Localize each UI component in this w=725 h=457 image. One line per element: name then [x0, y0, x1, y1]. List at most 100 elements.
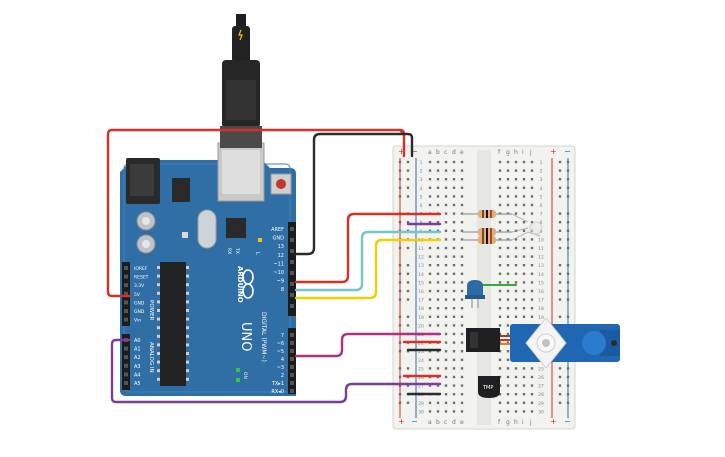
- breadboard-hole[interactable]: [506, 289, 510, 293]
- rail-hole[interactable]: [398, 246, 402, 250]
- breadboard-hole[interactable]: [428, 298, 432, 301]
- header-pin[interactable]: [290, 238, 294, 242]
- breadboard-hole[interactable]: [522, 178, 526, 181]
- breadboard-hole[interactable]: [498, 203, 502, 207]
- breadboard-hole[interactable]: [460, 332, 464, 336]
- breadboard-hole[interactable]: [522, 195, 526, 198]
- rail-hole[interactable]: [566, 212, 570, 215]
- rail-hole[interactable]: [558, 272, 562, 275]
- rail-hole[interactable]: [406, 324, 410, 327]
- rail-hole[interactable]: [566, 195, 570, 198]
- header-pin[interactable]: [290, 227, 294, 231]
- breadboard-hole[interactable]: [460, 289, 464, 293]
- breadboard-hole[interactable]: [436, 169, 440, 172]
- rail-hole[interactable]: [566, 384, 570, 387]
- breadboard-hole[interactable]: [530, 203, 534, 207]
- breadboard-hole[interactable]: [460, 229, 464, 232]
- breadboard-hole[interactable]: [460, 221, 464, 224]
- breadboard-hole[interactable]: [498, 358, 502, 361]
- breadboard-hole[interactable]: [514, 410, 518, 413]
- breadboard-hole[interactable]: [530, 246, 534, 250]
- header-pin[interactable]: [290, 293, 294, 297]
- transistor[interactable]: [466, 328, 500, 352]
- breadboard-hole[interactable]: [498, 315, 502, 318]
- breadboard-hole[interactable]: [530, 367, 534, 370]
- breadboard-hole[interactable]: [506, 350, 510, 353]
- breadboard-hole[interactable]: [522, 281, 526, 284]
- breadboard-hole[interactable]: [522, 229, 526, 232]
- breadboard-hole[interactable]: [514, 246, 518, 250]
- breadboard-hole[interactable]: [530, 212, 534, 215]
- rail-hole[interactable]: [558, 238, 562, 241]
- breadboard-hole[interactable]: [452, 246, 456, 250]
- rail-hole[interactable]: [558, 315, 562, 318]
- breadboard-hole[interactable]: [530, 255, 534, 258]
- header-pin[interactable]: [124, 363, 128, 368]
- tmp-sensor[interactable]: TMP: [478, 376, 500, 398]
- breadboard-hole[interactable]: [498, 246, 502, 250]
- breadboard-hole[interactable]: [452, 289, 456, 293]
- rail-hole[interactable]: [558, 281, 562, 284]
- breadboard-hole[interactable]: [506, 160, 510, 164]
- breadboard-hole[interactable]: [522, 160, 526, 164]
- breadboard-hole[interactable]: [428, 358, 432, 361]
- breadboard-hole[interactable]: [522, 221, 526, 224]
- servo-motor[interactable]: [510, 317, 620, 369]
- breadboard-hole[interactable]: [444, 281, 448, 284]
- header-pin[interactable]: [290, 349, 294, 353]
- breadboard-hole[interactable]: [436, 307, 440, 310]
- breadboard-hole[interactable]: [452, 169, 456, 172]
- breadboard-hole[interactable]: [452, 332, 456, 336]
- breadboard-hole[interactable]: [522, 401, 526, 404]
- breadboard-hole[interactable]: [514, 375, 518, 379]
- breadboard-hole[interactable]: [514, 281, 518, 284]
- breadboard-hole[interactable]: [522, 203, 526, 207]
- breadboard-hole[interactable]: [530, 307, 534, 310]
- breadboard-hole[interactable]: [444, 160, 448, 164]
- rail-hole[interactable]: [406, 367, 410, 370]
- breadboard-hole[interactable]: [530, 315, 534, 318]
- breadboard-hole[interactable]: [444, 324, 448, 327]
- breadboard-hole[interactable]: [498, 160, 502, 164]
- breadboard-hole[interactable]: [522, 410, 526, 413]
- breadboard-hole[interactable]: [460, 384, 464, 387]
- breadboard-hole[interactable]: [444, 186, 448, 189]
- rail-hole[interactable]: [398, 281, 402, 284]
- rail-hole[interactable]: [398, 160, 402, 164]
- breadboard-hole[interactable]: [506, 221, 510, 224]
- rail-hole[interactable]: [398, 272, 402, 275]
- breadboard-hole[interactable]: [444, 169, 448, 172]
- breadboard-hole[interactable]: [530, 195, 534, 198]
- breadboard-hole[interactable]: [428, 195, 432, 198]
- header-pin[interactable]: [290, 333, 294, 337]
- breadboard-hole[interactable]: [460, 393, 464, 396]
- breadboard-hole[interactable]: [444, 255, 448, 258]
- breadboard-hole[interactable]: [506, 393, 510, 396]
- breadboard-hole[interactable]: [436, 160, 440, 164]
- breadboard-hole[interactable]: [506, 401, 510, 404]
- breadboard-hole[interactable]: [444, 221, 448, 224]
- breadboard-hole[interactable]: [514, 178, 518, 181]
- breadboard-hole[interactable]: [522, 289, 526, 293]
- rail-hole[interactable]: [398, 195, 402, 198]
- breadboard-hole[interactable]: [514, 315, 518, 318]
- rail-hole[interactable]: [398, 367, 402, 370]
- breadboard-hole[interactable]: [460, 375, 464, 379]
- breadboard-hole[interactable]: [460, 350, 464, 353]
- breadboard-hole[interactable]: [530, 375, 534, 379]
- usb-plug-icon[interactable]: [220, 14, 262, 148]
- rail-hole[interactable]: [558, 375, 562, 379]
- breadboard-hole[interactable]: [460, 401, 464, 404]
- breadboard-hole[interactable]: [522, 169, 526, 172]
- breadboard-hole[interactable]: [444, 350, 448, 353]
- header-pin[interactable]: [124, 372, 128, 377]
- header-pin[interactable]: [124, 355, 128, 360]
- breadboard-hole[interactable]: [444, 358, 448, 361]
- rail-hole[interactable]: [558, 264, 562, 267]
- breadboard-hole[interactable]: [514, 367, 518, 370]
- breadboard-hole[interactable]: [452, 203, 456, 207]
- breadboard-hole[interactable]: [530, 238, 534, 241]
- rail-hole[interactable]: [398, 384, 402, 387]
- arduino-uno-board[interactable]: AREFGND1312~11~10~987~6~54~32TX▸1RX◂0IOR…: [120, 142, 296, 396]
- breadboard-hole[interactable]: [428, 315, 432, 318]
